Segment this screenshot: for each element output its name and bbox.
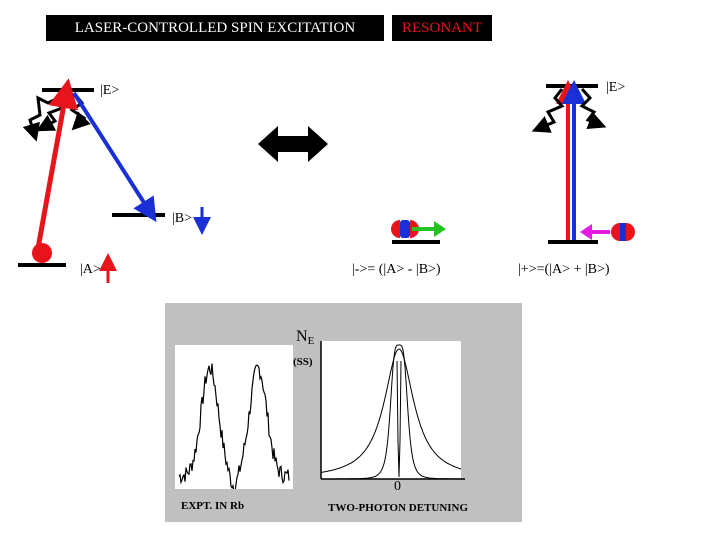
experiment-caption: EXPT. IN Rb — [181, 500, 245, 512]
right-decay-1 — [531, 88, 565, 133]
bright-atom-red — [611, 223, 620, 241]
left-label-b: |B> — [172, 211, 193, 226]
bright-state-label: |+>=(|A> + |B>) — [518, 262, 610, 277]
detuning-xlabel: TWO-PHOTON DETUNING — [328, 502, 469, 514]
ylabel-main: N — [296, 328, 308, 345]
double-arrow — [258, 126, 328, 162]
theory-plot — [321, 341, 461, 479]
theory-curves — [321, 344, 461, 479]
green-arrow-head — [434, 221, 446, 237]
bright-atom-red-right — [626, 223, 635, 241]
zero-tick: 0 — [394, 479, 401, 494]
inset-ylabel-unit: (SS) — [293, 356, 313, 368]
right-label-e: |E> — [606, 80, 626, 95]
ylabel-sub: E — [307, 335, 315, 347]
bright-atom-blue — [620, 223, 626, 241]
resonant-banner: RESONANT — [392, 15, 492, 41]
experiment-plot — [175, 345, 293, 489]
dark-atom-red — [391, 220, 400, 238]
left-red-laser — [34, 78, 79, 255]
left-label-a: |A> — [80, 262, 101, 277]
inset-panel: NE (SS) 0 EXPT. IN Rb TWO-PHOTON DETUNIN… — [165, 303, 522, 522]
experiment-trace — [178, 363, 290, 489]
right-decay-2 — [579, 88, 607, 130]
left-blue-laser — [72, 91, 157, 223]
magenta-arrow-head — [580, 224, 592, 240]
left-label-e: |E> — [100, 83, 120, 98]
inset-ylabel: NE — [296, 329, 314, 349]
dark-atom-blue — [400, 220, 410, 238]
dark-state-label: |->= (|A> - |B>) — [352, 262, 441, 277]
atom-ball — [32, 243, 52, 263]
title-banner: LASER-CONTROLLED SPIN EXCITATION — [46, 15, 384, 41]
